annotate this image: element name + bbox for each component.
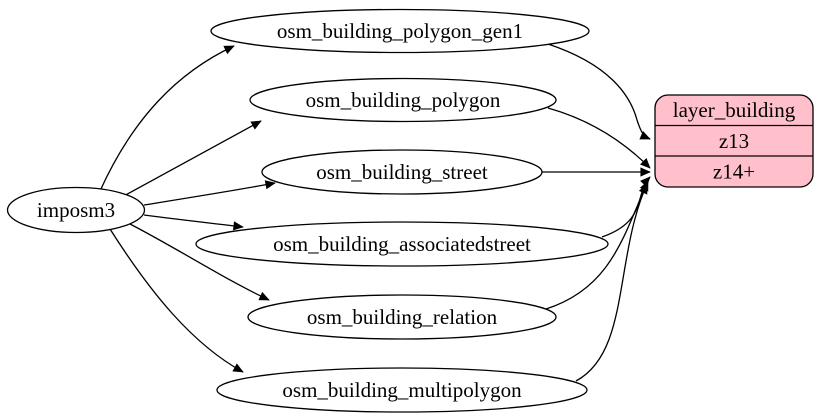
osm-building-polygon-gen1-label: osm_building_polygon_gen1 [277, 19, 523, 43]
osm-building-relation-label: osm_building_relation [307, 305, 498, 329]
osm-building-street-ellipse [261, 149, 543, 195]
table-node-osm-building-polygon-gen1: osm_building_polygon_gen1 [210, 8, 590, 54]
edge-osm-building-polygon-to-z14 [547, 107, 651, 169]
osm-building-relation-ellipse [247, 294, 557, 340]
osm-building-associatedstreet-ellipse [195, 221, 609, 267]
edge-imposm3-to-osm-building-associatedstreet [143, 214, 244, 231]
layer-building-box [654, 94, 814, 188]
osm-building-multipolygon-label: osm_building_multipolygon [282, 378, 522, 402]
layer-building-title: layer_building [673, 98, 796, 122]
edge-imposm3-to-osm-building-street [143, 180, 276, 206]
table-node-osm-building-associatedstreet: osm_building_associatedstreet [195, 221, 609, 267]
osm-building-street-label: osm_building_street [316, 160, 488, 184]
edge-osm-building-associatedstreet-to-z14 [601, 176, 651, 238]
edge-imposm3-to-osm-building-multipolygon [109, 228, 244, 373]
table-node-osm-building-relation: osm_building_relation [247, 294, 557, 340]
osm-building-associatedstreet-label: osm_building_associatedstreet [273, 232, 531, 256]
edge-osm-building-polygon-gen1-to-z13 [547, 43, 651, 140]
layer-node-layer-building: layer_building z13 z14+ [654, 94, 814, 188]
table-node-osm-building-polygon: osm_building_polygon [249, 77, 557, 123]
table-node-osm-building-street: osm_building_street [261, 149, 543, 195]
osm-building-polygon-label: osm_building_polygon [306, 88, 501, 112]
source-node-imposm3: imposm3 [6, 186, 146, 234]
edge-osm-building-relation-to-z14 [545, 180, 649, 310]
imposm3-label: imposm3 [37, 198, 115, 222]
osm-building-polygon-ellipse [249, 77, 557, 123]
osm-building-multipolygon-ellipse [216, 367, 588, 413]
edge-imposm3-to-osm-building-relation [129, 223, 270, 301]
edge-imposm3-to-osm-building-polygon-gen1 [99, 45, 235, 192]
table-node-osm-building-multipolygon: osm_building_multipolygon [216, 367, 588, 413]
layer-building-row-z13: z13 [719, 129, 749, 153]
imposm3-ellipse [6, 186, 146, 234]
layer-building-row-z14plus: z14+ [713, 160, 755, 184]
edge-osm-building-multipolygon-to-z14 [575, 183, 648, 382]
edge-imposm3-to-osm-building-polygon [121, 120, 262, 198]
osm-building-polygon-gen1-ellipse [210, 8, 590, 54]
